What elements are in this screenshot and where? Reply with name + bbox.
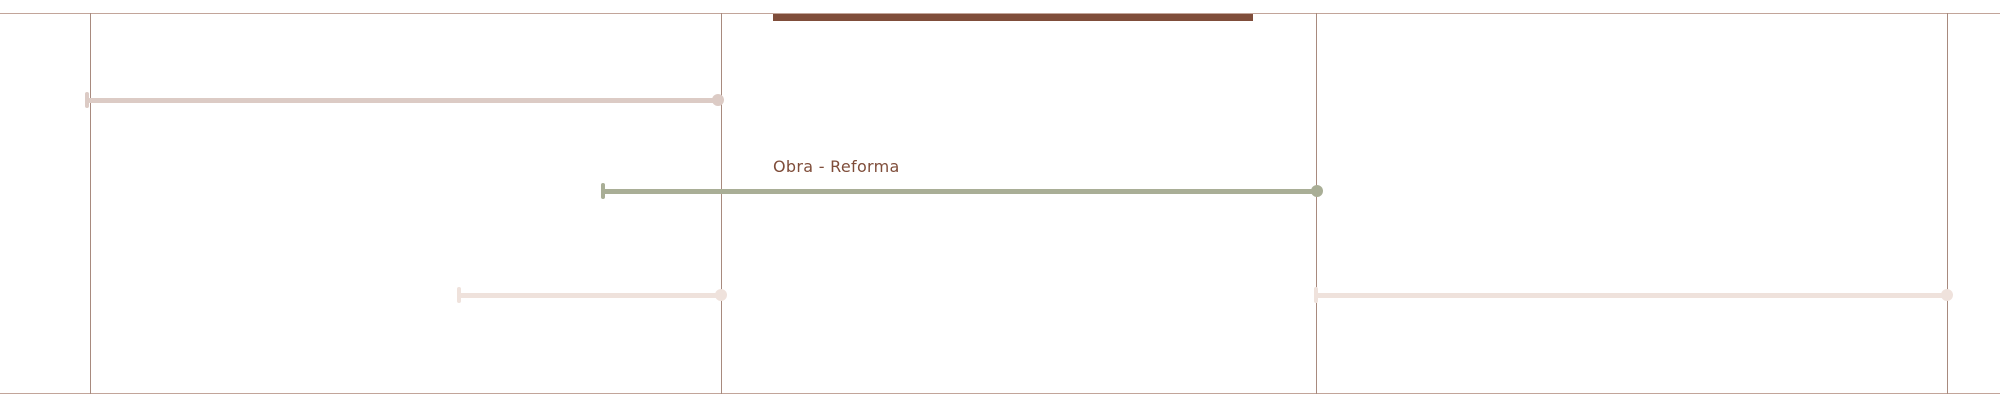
range-bar-row-2[interactable] <box>603 189 1316 194</box>
grid-line <box>1947 13 1948 394</box>
range-end-marker[interactable] <box>1941 289 1953 301</box>
range-end-marker[interactable] <box>1311 185 1323 197</box>
range-bar-row-3a[interactable] <box>459 293 721 298</box>
range-label: Obra - Reforma <box>773 157 900 176</box>
range-end-marker[interactable] <box>715 289 727 301</box>
grid-line <box>1316 13 1317 394</box>
range-bar-row-1[interactable] <box>88 98 718 103</box>
grid-line <box>721 13 722 394</box>
range-end-marker[interactable] <box>712 94 724 106</box>
top-border <box>0 13 2000 14</box>
bottom-border <box>0 393 2000 394</box>
grid-line <box>90 13 91 394</box>
range-start-handle[interactable] <box>85 92 89 108</box>
current-period-bar <box>773 14 1253 21</box>
range-bar-row-3b[interactable] <box>1316 293 1947 298</box>
